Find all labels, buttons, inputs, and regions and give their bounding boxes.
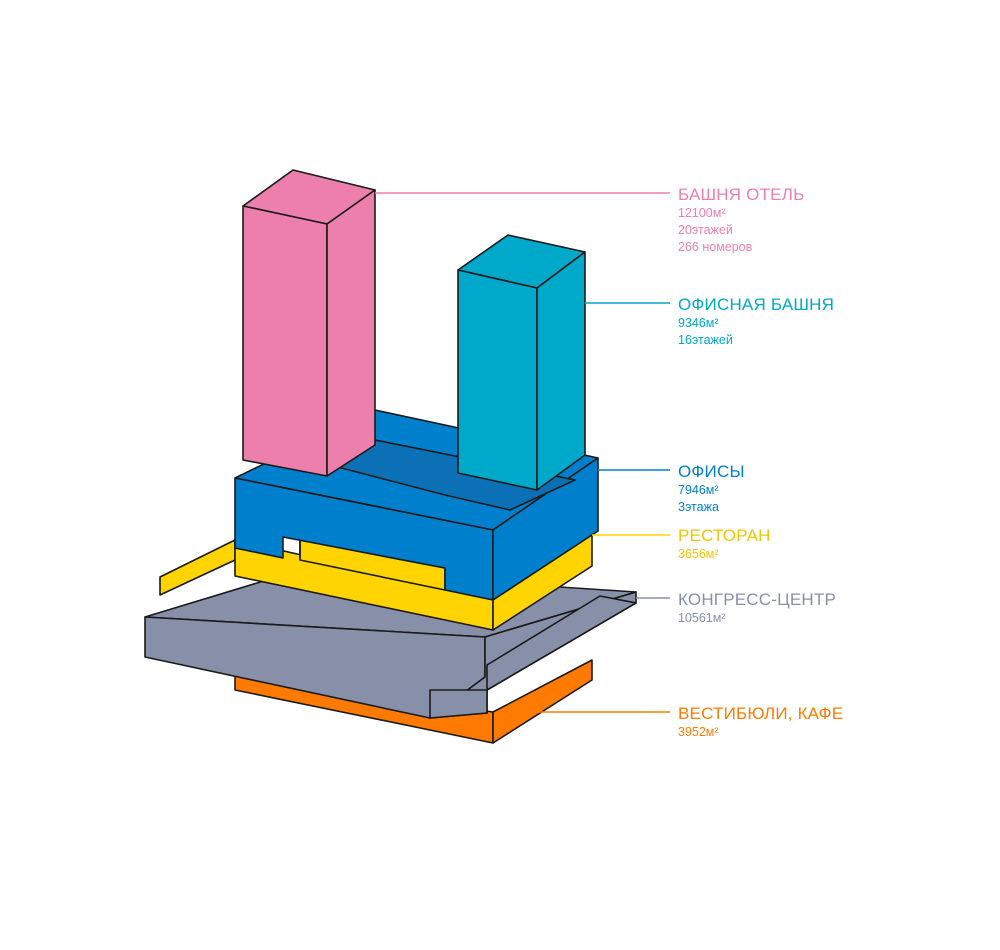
congress-label: КОНГРЕСС-ЦЕНТР 10561м² bbox=[678, 589, 836, 627]
hotel-title: БАШНЯ ОТЕЛЬ bbox=[678, 185, 805, 204]
office-tower-floors: 16этажей bbox=[678, 333, 733, 348]
offices-floors: 3этажа bbox=[678, 500, 719, 515]
offices-area: 7946м² bbox=[678, 483, 719, 498]
restaurant-label: РЕСТОРАН 3656м² bbox=[678, 525, 771, 563]
hotel-area: 12100м² bbox=[678, 206, 726, 221]
congress-area: 10561м² bbox=[678, 611, 726, 626]
lobby-label: ВЕСТИБЮЛИ, КАФЕ 3952м² bbox=[678, 703, 843, 741]
office-tower-area: 9346м² bbox=[678, 316, 719, 331]
office-tower-label: ОФИСНАЯ БАШНЯ 9346м² 16этажей bbox=[678, 294, 834, 349]
office-tower-volume bbox=[457, 234, 586, 491]
congress-title: КОНГРЕСС-ЦЕНТР bbox=[678, 590, 837, 609]
restaurant-area: 3656м² bbox=[678, 547, 719, 562]
lobby-title: ВЕСТИБЮЛИ, КАФЕ bbox=[678, 704, 844, 723]
hotel-floors: 20этажей bbox=[678, 223, 733, 238]
restaurant-title: РЕСТОРАН bbox=[678, 526, 771, 545]
offices-label: ОФИСЫ 7946м² 3этажа bbox=[678, 461, 745, 516]
lobby-area: 3952м² bbox=[678, 725, 719, 740]
hotel-label: БАШНЯ ОТЕЛЬ 12100м² 20этажей 266 номеров bbox=[678, 184, 804, 256]
office-tower-title: ОФИСНАЯ БАШНЯ bbox=[678, 295, 835, 314]
hotel-rooms: 266 номеров bbox=[678, 240, 753, 255]
offices-title: ОФИСЫ bbox=[678, 462, 745, 481]
hotel-tower-volume bbox=[242, 169, 376, 477]
